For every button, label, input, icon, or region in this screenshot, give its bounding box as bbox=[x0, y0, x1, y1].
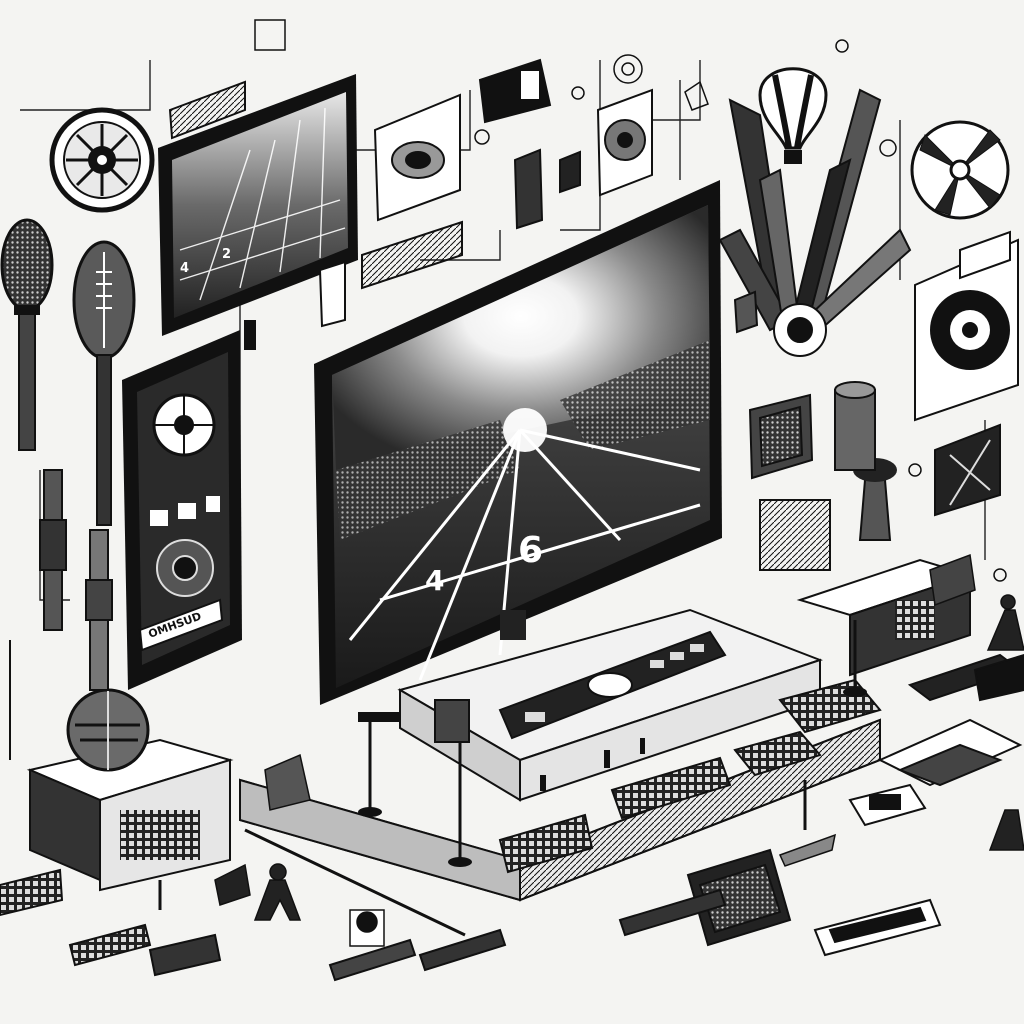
microphone-icon bbox=[0, 218, 54, 451]
right-wall-items bbox=[318, 148, 1011, 334]
yard-mark-right: 2 bbox=[222, 247, 231, 262]
screen-yard-number: 6 bbox=[518, 530, 543, 571]
pole-caps bbox=[358, 687, 867, 867]
framed-picture-speaker bbox=[596, 88, 653, 197]
small-monitor: 4 2 bbox=[158, 74, 358, 350]
hot-air-balloon-icon bbox=[758, 67, 828, 164]
decorative-bits bbox=[254, 19, 1007, 582]
speaker-dial-icon bbox=[49, 107, 155, 213]
screen-field-mark: 4 bbox=[425, 564, 444, 597]
keyboard-pads bbox=[0, 653, 1024, 982]
player-miniatures bbox=[214, 553, 1024, 947]
left-sensor-poles bbox=[9, 469, 113, 760]
main-television: 6 4 bbox=[314, 180, 722, 705]
smartphone-device: OMHSUD bbox=[122, 330, 242, 690]
scoreboard-strip bbox=[168, 80, 463, 290]
fan-icon bbox=[910, 120, 1010, 220]
framed-picture-left bbox=[373, 93, 461, 222]
football-helmet-icon bbox=[26, 688, 234, 892]
right-dark-panel bbox=[934, 423, 1001, 517]
black-box-top bbox=[478, 58, 552, 124]
poles bbox=[158, 620, 857, 937]
spiked-fan-ornament bbox=[718, 88, 912, 357]
right-machine bbox=[748, 381, 876, 571]
football-icon bbox=[72, 240, 136, 526]
yard-mark-left: 4 bbox=[180, 261, 189, 276]
remote-control-icon bbox=[498, 630, 727, 740]
